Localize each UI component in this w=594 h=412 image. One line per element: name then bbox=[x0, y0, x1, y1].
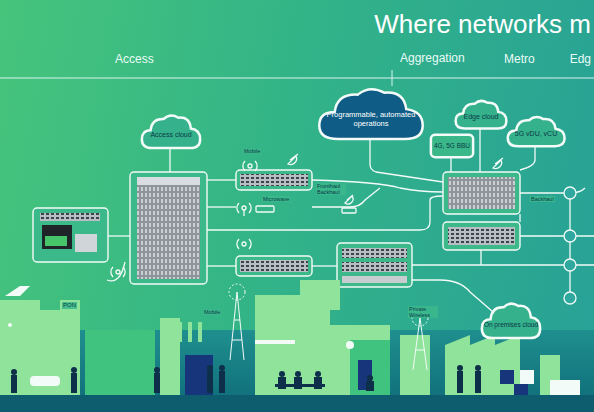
cloud-node: On premises cloud bbox=[480, 300, 542, 340]
cloud-node: Access cloud bbox=[140, 112, 202, 150]
section-heading: Aggregation bbox=[400, 52, 465, 65]
cloud-outline bbox=[480, 300, 542, 340]
section-heading: Access bbox=[115, 53, 154, 66]
node-label: On premises cloud bbox=[481, 321, 541, 328]
annotation-label: PON bbox=[62, 302, 77, 309]
annotation-label: Mobile bbox=[243, 148, 261, 154]
node-label: Programmable, automated operations bbox=[316, 111, 426, 128]
section-heading: Edg bbox=[570, 53, 591, 66]
node-label: Access cloud bbox=[147, 131, 194, 139]
annotation-label: Backhaul bbox=[530, 196, 555, 202]
cloud-node: 5G vDU, vCU bbox=[506, 114, 566, 148]
annotation-label: Mobile bbox=[203, 309, 221, 315]
annotation-label: Microwave bbox=[262, 196, 290, 202]
process-box: 4G, 5G BBU bbox=[430, 134, 474, 158]
diagram-title: Where networks m bbox=[374, 10, 591, 39]
node-label: 4G, 5G BBU bbox=[431, 142, 473, 149]
node-label: Edge cloud bbox=[460, 113, 501, 121]
annotation-label: Fronthaul Backhaul bbox=[316, 183, 346, 195]
cloud-node: Edge cloud bbox=[454, 98, 508, 130]
node-label: 5G vDU, vCU bbox=[512, 130, 560, 138]
cloud-node: Programmable, automated operations bbox=[316, 84, 426, 142]
section-heading: Metro bbox=[504, 53, 535, 66]
annotation-label: Private Wireless bbox=[408, 306, 438, 318]
